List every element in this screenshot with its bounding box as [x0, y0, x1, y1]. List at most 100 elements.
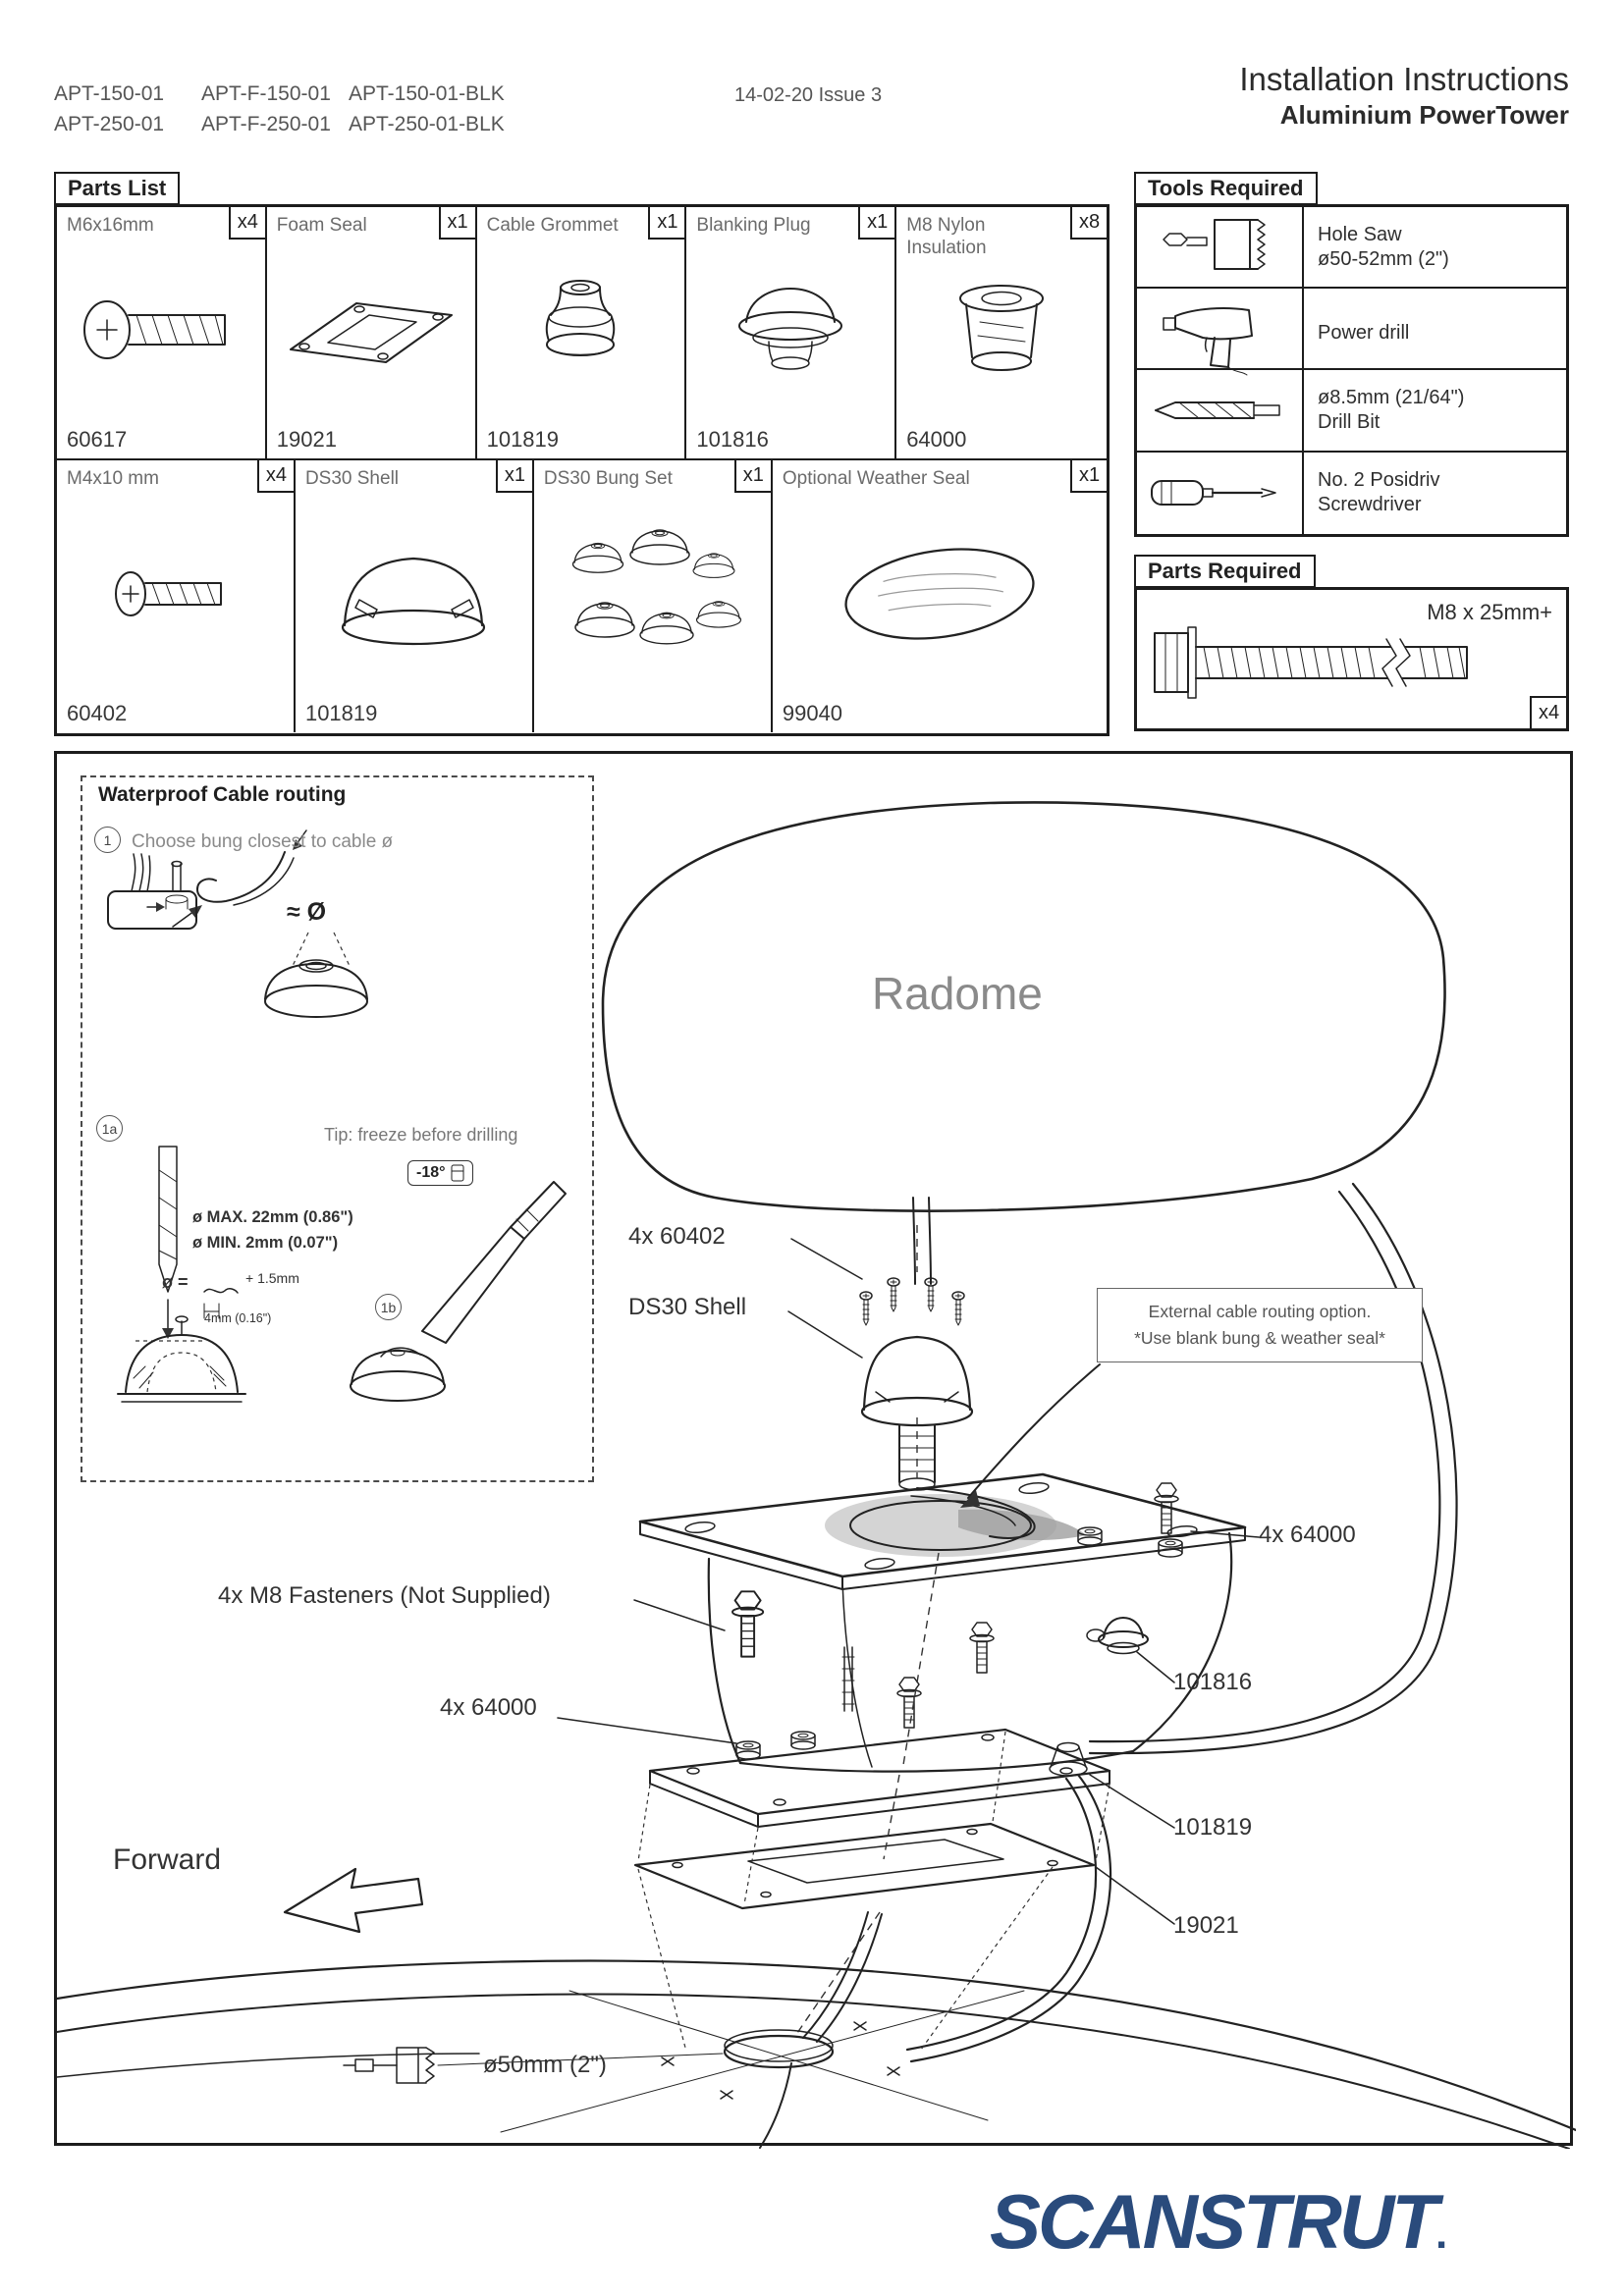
part-name: DS30 Shell [304, 468, 400, 489]
forward-label: Forward [113, 1843, 222, 1876]
parts-list-title: Parts List [54, 172, 181, 205]
parts-required-title: Parts Required [1134, 555, 1316, 588]
min-diameter-label: ø MIN. 2mm (0.07") [192, 1234, 339, 1252]
part-name: Cable Grommet [486, 215, 619, 236]
part-name: M8 Nylon Insulation [906, 215, 987, 258]
tool-screwdriver: No. 2 Posidriv Screwdriver [1137, 452, 1566, 534]
part-qty-badge: x1 [733, 460, 771, 493]
issue-date: 14-02-20 Issue 3 [734, 84, 883, 106]
parts-list-row2: M4x10 mm x4 60402 DS30 Shell x1 [57, 460, 1107, 732]
approx-diameter-label: ≈ Ø [287, 898, 327, 926]
depth-label: 4mm (0.16") [204, 1311, 272, 1325]
part-qty-badge: x1 [1070, 460, 1107, 493]
exploded-view-drawing [57, 801, 1576, 2149]
code: APT-250-01-BLK [349, 113, 505, 135]
step-1-text: Choose bung closest to cable ø [132, 831, 394, 852]
tool-text: ø8.5mm (21/64") Drill Bit [1304, 370, 1566, 450]
label-64000-right: 4x 64000 [1259, 1522, 1356, 1548]
code: APT-F-250-01 [201, 113, 331, 135]
diameter-formula-label: ø = [162, 1272, 189, 1292]
label-101816: 101816 [1173, 1669, 1253, 1695]
part-code: 101819 [304, 701, 378, 725]
scanstrut-logo: SCANSTRUT. [990, 2177, 1447, 2267]
tool-line2: ø50-52mm (2") [1318, 247, 1449, 270]
part-name: Foam Seal [276, 215, 367, 236]
code: APT-150-01-BLK [349, 82, 505, 105]
label-101819: 101819 [1173, 1814, 1253, 1841]
part-code: 60617 [67, 427, 128, 452]
foam-seal-icon [267, 237, 475, 423]
freezer-icon [451, 1164, 464, 1182]
pan-head-screw-icon [57, 490, 294, 697]
code: APT-F-150-01 [201, 82, 331, 105]
part-qty-badge: x1 [438, 207, 475, 240]
temperature-value: -18° [416, 1164, 446, 1181]
part-code: 64000 [906, 427, 967, 452]
formula-add-label: + 1.5mm [245, 1270, 299, 1286]
max-diameter-label: ø MAX. 22mm (0.86") [192, 1208, 353, 1226]
part-name: M4x10 mm [67, 468, 159, 489]
part-qty-badge: x1 [648, 207, 685, 240]
label-19021: 19021 [1173, 1912, 1239, 1939]
step-1-badge: 1 [94, 827, 121, 853]
inset-title: Waterproof Cable routing [98, 783, 347, 806]
tools-required-title: Tools Required [1134, 172, 1318, 205]
part-code: 60402 [67, 701, 128, 725]
drill-bit-icon [1137, 370, 1304, 451]
part-code: 101816 [696, 427, 769, 452]
step-1b-badge: 1b [375, 1294, 402, 1320]
label-64000-left: 4x 64000 [440, 1694, 537, 1721]
tool-text: Hole Saw ø50-52mm (2") [1304, 207, 1566, 287]
part-ds30-bung-set: DS30 Bung Set x1 [534, 460, 773, 732]
logo-dot: . [1435, 2210, 1448, 2258]
parts-list-box: M6x16mm x4 60617 Foam Seal x1 [54, 204, 1110, 736]
screwdriver-icon [1137, 452, 1304, 534]
tool-line1: No. 2 Posidriv [1318, 469, 1440, 492]
tool-line1: Hole Saw [1318, 223, 1402, 245]
product-codes-row1: APT-150-01 APT-F-150-01 APT-150-01-BLK [54, 79, 505, 109]
part-m6-screw: M6x16mm x4 60617 [57, 207, 267, 460]
part-m8-insulation: M8 Nylon Insulation x8 64000 [896, 207, 1107, 460]
bung-set-icon [534, 490, 771, 697]
logo-text: SCANSTRUT [990, 2178, 1438, 2265]
parts-required-item: M8 x 25mm+ [1427, 600, 1552, 624]
code: APT-150-01 [54, 82, 165, 105]
tool-text: No. 2 Posidriv Screwdriver [1304, 453, 1566, 534]
part-code: 19021 [276, 427, 337, 452]
part-qty-badge: x1 [495, 460, 532, 493]
tool-text: Power drill [1304, 289, 1566, 377]
document-title: Installation Instructions [1239, 61, 1569, 97]
power-drill-icon [1137, 289, 1304, 378]
hole-saw-icon [1137, 207, 1304, 288]
part-foam-seal: Foam Seal x1 19021 [266, 207, 477, 460]
ds30-shell-icon [296, 490, 532, 697]
part-m4-screw: M4x10 mm x4 60402 [57, 460, 296, 732]
button-head-screw-icon [57, 237, 265, 423]
m8-bolt-icon [1143, 612, 1496, 724]
part-name: DS30 Bung Set [543, 468, 673, 489]
external-routing-note: External cable routing option. *Use blan… [1097, 1288, 1423, 1363]
part-blanking-plug: Blanking Plug x1 101816 [686, 207, 897, 460]
part-qty-badge: x8 [1070, 207, 1107, 240]
part-qty-badge: x4 [228, 207, 265, 240]
product-codes: APT-150-01 APT-F-150-01 APT-150-01-BLK APT… [54, 79, 505, 139]
document-subtitle: Aluminium PowerTower [1279, 100, 1569, 130]
part-qty-badge: x4 [256, 460, 294, 493]
tool-hole-saw: Hole Saw ø50-52mm (2") [1137, 207, 1566, 290]
freeze-tip-text: Tip: freeze before drilling [324, 1125, 518, 1145]
part-qty-badge: x1 [858, 207, 895, 240]
step-1a-badge: 1a [96, 1115, 123, 1142]
part-name: Blanking Plug [696, 215, 811, 236]
tool-line1: Power drill [1318, 321, 1410, 344]
part-ds30-shell: DS30 Shell x1 101819 [296, 460, 534, 732]
label-60402: 4x 60402 [628, 1223, 726, 1250]
part-code: 99040 [782, 701, 843, 725]
temperature-badge: -18° [407, 1160, 473, 1186]
part-cable-grommet: Cable Grommet x1 101819 [476, 207, 687, 460]
label-hole-diameter: ø50mm (2") [483, 2052, 607, 2078]
radome-label: Radome [872, 968, 1043, 1019]
tool-drill-bit: ø8.5mm (21/64") Drill Bit [1137, 370, 1566, 453]
nylon-bushing-icon [896, 237, 1107, 423]
